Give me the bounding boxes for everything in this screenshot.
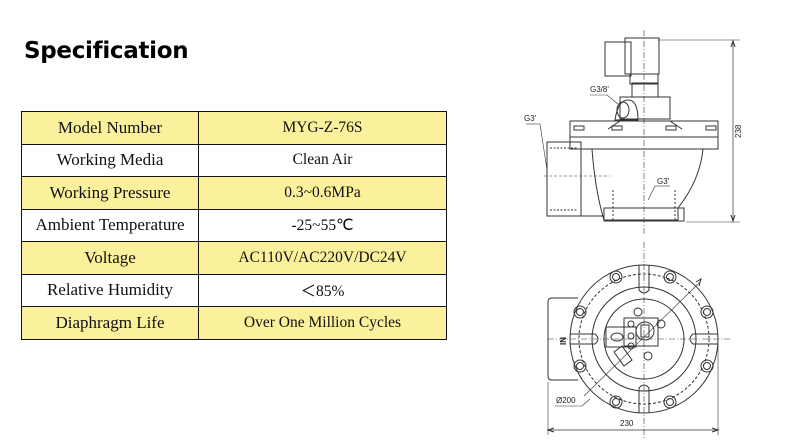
- table-row: Working Media Clean Air: [21, 143, 447, 177]
- diameter-label: Ø200: [556, 396, 576, 405]
- outlet-thread-label: G3': [657, 177, 670, 186]
- spec-label: Ambient Temperature: [21, 208, 199, 242]
- table-row: Relative Humidity ＜85%: [21, 273, 447, 307]
- spec-value: ＜85%: [198, 273, 447, 307]
- table-row: Diaphragm Life Over One Million Cycles: [21, 306, 447, 340]
- spec-label: Relative Humidity: [21, 273, 199, 307]
- spec-label: Diaphragm Life: [21, 306, 199, 340]
- valve-technical-drawing: G3' G3/8' G3' 238 IN Ø200 230: [524, 30, 743, 438]
- pilot-thread-label: G3/8': [590, 85, 609, 94]
- spec-value: -25~55℃: [198, 208, 447, 242]
- spec-value: MYG-Z-76S: [198, 111, 447, 145]
- spec-value: AC110V/AC220V/DC24V: [198, 241, 447, 275]
- width-dimension-label: 230: [620, 419, 634, 428]
- table-row: Working Pressure 0.3~0.6MPa: [21, 176, 447, 210]
- spec-label: Working Pressure: [21, 176, 199, 210]
- inlet-thread-label: G3': [524, 114, 537, 123]
- table-row: Voltage AC110V/AC220V/DC24V: [21, 241, 447, 275]
- spec-table: Model Number MYG-Z-76S Working Media Cle…: [21, 111, 447, 340]
- inlet-label: IN: [559, 337, 568, 345]
- spec-value: Clean Air: [198, 143, 447, 177]
- table-row: Model Number MYG-Z-76S: [21, 111, 447, 145]
- page-title: Specification: [24, 38, 189, 64]
- spec-value: 0.3~0.6MPa: [198, 176, 447, 210]
- spec-label: Model Number: [21, 111, 199, 145]
- table-row: Ambient Temperature -25~55℃: [21, 208, 447, 242]
- spec-value: Over One Million Cycles: [198, 306, 447, 340]
- spec-label: Voltage: [21, 241, 199, 275]
- height-dimension-label: 238: [734, 124, 743, 138]
- spec-label: Working Media: [21, 143, 199, 177]
